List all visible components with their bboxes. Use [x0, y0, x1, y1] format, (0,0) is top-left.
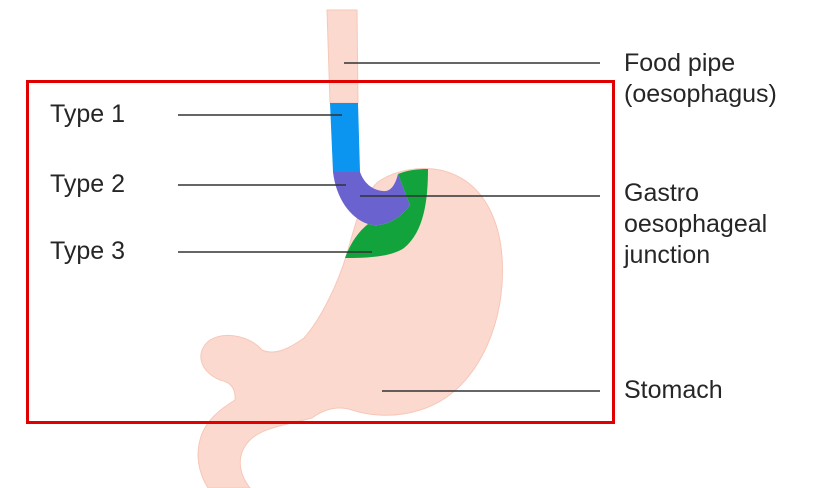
oesophagus-shape — [327, 10, 358, 103]
gej-label-line-2: oesophageal — [624, 209, 767, 240]
food-pipe-label-line-1: Food pipe — [624, 48, 777, 79]
gej-label: Gastro oesophageal junction — [624, 178, 767, 271]
type1-region — [330, 103, 360, 172]
type3-label: Type 3 — [50, 236, 125, 267]
gej-label-line-3: junction — [624, 240, 767, 271]
type2-label: Type 2 — [50, 169, 125, 200]
food-pipe-label-line-2: (oesophagus) — [624, 79, 777, 110]
food-pipe-label: Food pipe (oesophagus) — [624, 48, 777, 110]
type1-label: Type 1 — [50, 99, 125, 130]
gej-label-line-1: Gastro — [624, 178, 767, 209]
stomach-shape — [198, 169, 502, 488]
stomach-label: Stomach — [624, 375, 723, 406]
